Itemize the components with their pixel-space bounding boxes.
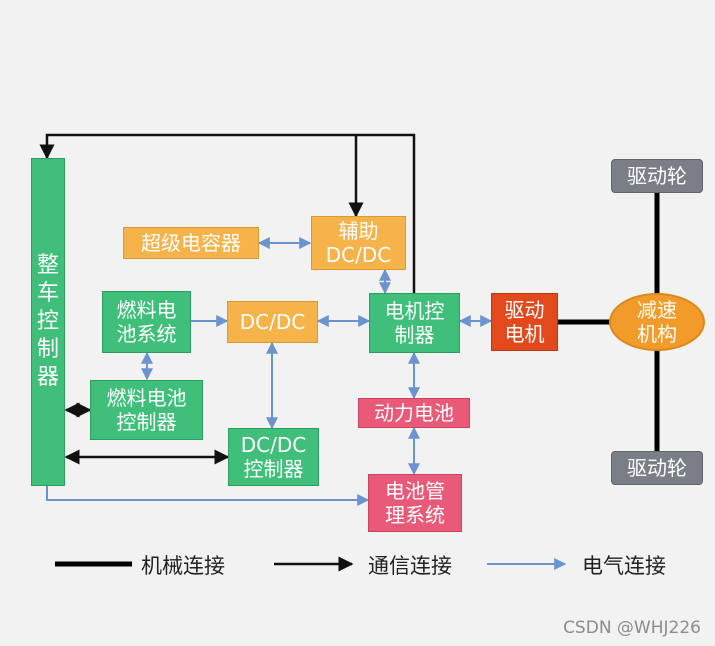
legend-electrical-label: 电气连接 — [582, 554, 666, 578]
power-battery-box: 动力电池 — [358, 398, 470, 428]
fuel-cell-system-box: 燃料电 池系统 — [102, 291, 191, 353]
bms-box: 电池管 理系统 — [368, 474, 462, 532]
reducer-box: 减速 机构 — [609, 293, 705, 351]
watermark-text: CSDN @WHJ226 — [563, 618, 701, 638]
drive-motor-box: 驱动 电机 — [491, 293, 558, 351]
elec-vcu-bms — [46, 486, 370, 506]
comm-top-loop — [39, 133, 416, 293]
communication-connections — [39, 133, 416, 465]
dcdc-controller-box: DC/DC 控制器 — [228, 428, 319, 486]
motor-controller-box: 电机控 制器 — [369, 293, 460, 353]
legend-communication-label: 通信连接 — [368, 554, 452, 578]
electrical-connections — [46, 237, 493, 506]
supercapacitor-box: 超级电容器 — [123, 227, 259, 259]
drive-wheel-bottom-box: 驱动轮 — [611, 451, 703, 485]
mechanical-connections — [558, 193, 660, 452]
drive-wheel-top-box: 驱动轮 — [611, 159, 703, 193]
dcdc-box: DC/DC — [227, 301, 318, 343]
fuel-cell-controller-box: 燃料电池 控制器 — [90, 380, 203, 440]
vehicle-controller-box: 整 车 控 制 器 — [31, 158, 65, 486]
aux-dcdc-box: 辅助 DC/DC — [311, 216, 406, 270]
legend-mechanical-label: 机械连接 — [141, 554, 225, 578]
